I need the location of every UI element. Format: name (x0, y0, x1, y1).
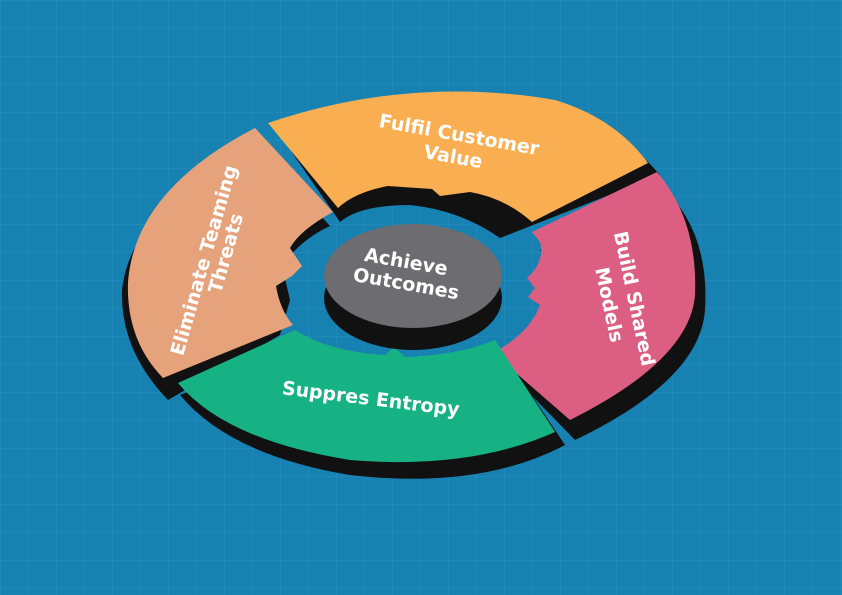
center-hub (324, 224, 502, 328)
segment-build-shared-models (493, 172, 696, 420)
segment-eliminate-teaming-threats (127, 128, 333, 378)
segment-suppres-entropy (178, 330, 555, 463)
segment-fulfil-customer-value (268, 91, 648, 222)
